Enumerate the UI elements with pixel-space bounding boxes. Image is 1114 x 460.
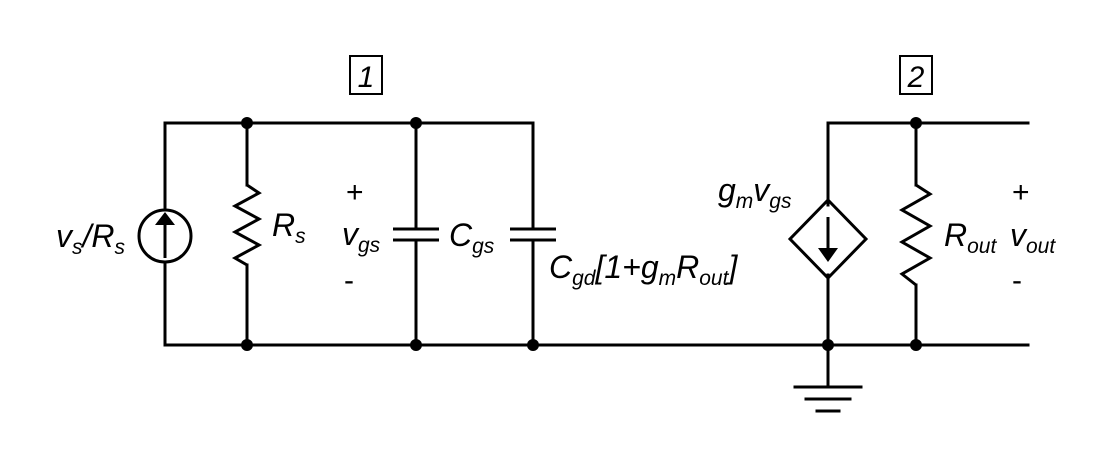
source-r-sub: s — [115, 236, 126, 259]
junction-dot — [410, 339, 422, 351]
node-1-frame — [349, 55, 383, 95]
source-circle — [137, 208, 193, 264]
node-2-box: 2 — [899, 55, 933, 95]
junction-dot — [241, 339, 253, 351]
vgs-label: vgs — [342, 216, 381, 257]
cgd-close: ] — [725, 249, 738, 285]
vout-minus: - — [1012, 264, 1022, 297]
ground-icon — [793, 385, 863, 413]
arrow-down-head-icon — [818, 248, 838, 262]
node-1-label: 1 — [358, 61, 375, 94]
gm-m-sub: m — [736, 190, 754, 213]
arrow-up-head-icon — [155, 212, 175, 225]
vout-main: v — [1010, 217, 1028, 253]
source-label: vs/Rs — [56, 218, 126, 259]
vout-sub: out — [1026, 235, 1056, 258]
junction-dot — [527, 339, 539, 351]
rout-main: R — [944, 217, 967, 253]
rs-sub: s — [295, 225, 306, 248]
cgd-capacitor — [510, 227, 556, 242]
vgs-plus: + — [346, 176, 364, 209]
vgs-minus: - — [344, 264, 354, 297]
vout-label: vout — [1010, 217, 1056, 258]
gm-g: g — [718, 172, 736, 208]
cgs-capacitor — [393, 227, 439, 242]
wires — [163, 121, 1030, 389]
gm-gs-sub: gs — [769, 190, 792, 213]
rs-resistor — [231, 183, 263, 267]
cgd-main: C — [549, 249, 573, 285]
source-v: v — [56, 218, 74, 254]
cgd-sub: gd — [572, 267, 597, 290]
junction-dot — [410, 117, 422, 129]
cgd-open: [1+g — [594, 249, 658, 285]
vgs-main: v — [342, 216, 360, 252]
cgs-main: C — [449, 217, 473, 253]
junction-dot — [910, 117, 922, 129]
rs-main: R — [272, 207, 295, 243]
node-2-label: 2 — [907, 61, 925, 94]
rout-sub: out — [967, 235, 997, 258]
node-1-box: 1 — [349, 55, 383, 95]
input-current-source — [137, 208, 193, 264]
rout-resistor — [898, 183, 934, 287]
cgs-sub: gs — [472, 235, 495, 258]
cgd-r: R — [676, 249, 699, 285]
vout-plus: + — [1012, 176, 1030, 209]
junction-dot — [241, 117, 253, 129]
junction-dots — [241, 117, 922, 351]
rout-label: Rout — [944, 217, 997, 258]
cgd-out-sub: out — [699, 267, 729, 290]
dependent-current-source — [787, 197, 869, 281]
vgs-sub: gs — [358, 234, 381, 257]
source-slash: /R — [81, 218, 115, 254]
cgs-label: Cgs — [449, 217, 495, 258]
cgd-m-sub: m — [659, 267, 677, 290]
junction-dot — [910, 339, 922, 351]
source-v-sub: s — [72, 236, 83, 259]
rs-label: Rs — [272, 207, 306, 248]
node-2-frame — [899, 55, 933, 95]
cgd-label: Cgd[1+gmRout] — [549, 249, 738, 290]
gm-label: gmvgs — [718, 172, 792, 213]
gm-v: v — [753, 172, 771, 208]
diamond-icon — [787, 197, 869, 281]
junction-dot — [822, 339, 834, 351]
